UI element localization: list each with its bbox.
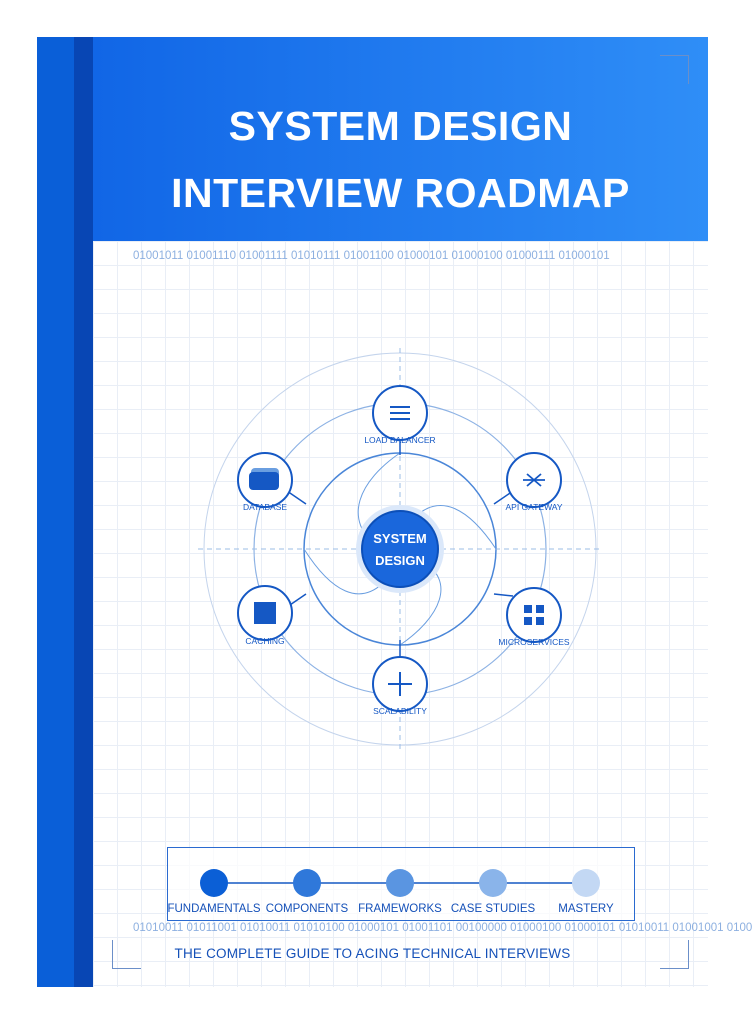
stage-label-components: COMPONENTS	[265, 903, 349, 915]
book-spine-shadow	[74, 37, 93, 987]
stage-dot-frameworks	[386, 869, 414, 897]
corner-bracket-bottom-right	[660, 940, 689, 969]
node-scalability: SCALABILITY	[372, 656, 428, 716]
node-label: SCALABILITY	[373, 706, 427, 716]
node-label: LOAD BALANCER	[364, 435, 435, 445]
node-api-gateway: API GATEWAY	[506, 452, 563, 512]
corner-bracket-bottom-left	[112, 940, 141, 969]
title-line-2: INTERVIEW ROADMAP	[171, 170, 630, 216]
title-banner: SYSTEM DESIGN INTERVIEW ROADMAP	[93, 37, 708, 241]
node-label: MICROSERVICES	[498, 637, 569, 647]
node-database: DATABASE	[237, 452, 293, 512]
plus-icon	[388, 672, 412, 696]
node-label: DATABASE	[243, 502, 287, 512]
center-label-line-1: SYSTEM	[373, 531, 426, 546]
connector	[286, 490, 307, 505]
node-load-balancer: LOAD BALANCER	[364, 385, 436, 445]
node-label: CACHING	[245, 636, 284, 646]
center-label-line-2: DESIGN	[375, 553, 425, 568]
cover-tagline: THE COMPLETE GUIDE TO ACING TECHNICAL IN…	[174, 946, 571, 961]
menu-lines-icon	[390, 406, 410, 420]
arrows-cross-icon	[523, 473, 545, 487]
stage-label-case-studies: CASE STUDIES	[450, 903, 536, 915]
database-card-icon	[249, 468, 279, 490]
node-caching: CACHING	[237, 585, 293, 646]
node-microservices: MICROSERVICES	[498, 587, 570, 647]
stage-label-frameworks: FRAMEWORKS	[358, 903, 442, 915]
square-icon	[254, 602, 276, 624]
stage-dot-components	[293, 869, 321, 897]
title-line-1: SYSTEM DESIGN	[228, 103, 573, 149]
center-hub	[361, 510, 439, 588]
binary-code-bottom: 01010011 01011001 01010011 01010100 0100…	[133, 922, 752, 934]
binary-code-top: 01001011 01001110 01001111 01010111 0100…	[133, 250, 610, 262]
stage-dot-case-studies	[479, 869, 507, 897]
stage-dot-fundamentals	[200, 869, 228, 897]
grid-squares-icon	[524, 605, 544, 625]
stage-label-fundamentals: FUNDAMENTALS	[167, 903, 261, 915]
corner-bracket-top-right	[660, 55, 689, 84]
connector	[493, 593, 514, 597]
stage-dot-mastery	[572, 869, 600, 897]
node-label: API GATEWAY	[506, 502, 563, 512]
stage-label-mastery: MASTERY	[558, 903, 614, 915]
